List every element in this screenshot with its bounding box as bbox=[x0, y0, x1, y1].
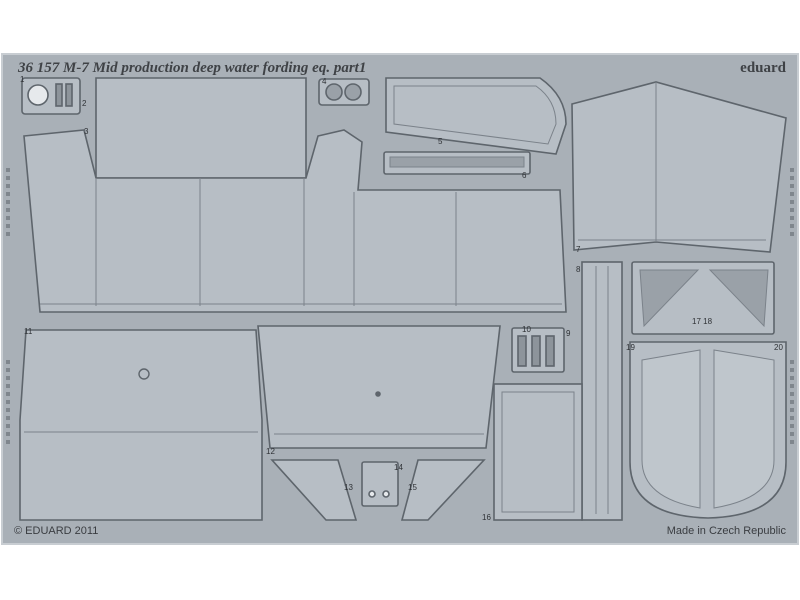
edge-tab bbox=[790, 392, 794, 396]
edge-tab bbox=[790, 440, 794, 444]
edge-tab bbox=[6, 184, 10, 188]
edge-tab bbox=[6, 416, 10, 420]
edge-tab bbox=[790, 376, 794, 380]
part-12 bbox=[257, 325, 501, 449]
edge-tab bbox=[790, 184, 794, 188]
edge-tab bbox=[6, 216, 10, 220]
part-number: 9 bbox=[566, 329, 571, 338]
edge-tab bbox=[6, 176, 10, 180]
part-number: 2 bbox=[82, 99, 87, 108]
edge-tab bbox=[6, 208, 10, 212]
edge-tab bbox=[790, 216, 794, 220]
part-number: 12 bbox=[266, 447, 275, 456]
edge-tab bbox=[6, 224, 10, 228]
edge-tab bbox=[6, 168, 10, 172]
edge-tab bbox=[790, 384, 794, 388]
part-14 bbox=[361, 461, 399, 507]
edge-tab bbox=[790, 360, 794, 364]
edge-tab bbox=[6, 232, 10, 236]
origin-text: Made in Czech Republic bbox=[666, 525, 786, 537]
edge-tab bbox=[790, 432, 794, 436]
edge-tab bbox=[790, 200, 794, 204]
part-number: 8 bbox=[576, 265, 581, 274]
edge-tab bbox=[790, 408, 794, 412]
part-number: 3 bbox=[84, 127, 89, 136]
edge-tab bbox=[790, 368, 794, 372]
edge-tab bbox=[6, 408, 10, 412]
part-number: 7 bbox=[576, 245, 581, 254]
edge-tab bbox=[790, 400, 794, 404]
edge-tab bbox=[790, 424, 794, 428]
edge-tab bbox=[6, 400, 10, 404]
copyright-text: © EDUARD 2011 bbox=[14, 525, 99, 537]
edge-tab bbox=[790, 224, 794, 228]
part-13 bbox=[270, 459, 358, 521]
part-5 bbox=[385, 77, 567, 155]
edge-tab bbox=[6, 384, 10, 388]
brand-logo-text: eduard bbox=[740, 60, 786, 76]
edge-tab bbox=[790, 192, 794, 196]
part-3-panel bbox=[95, 77, 307, 179]
edge-tab bbox=[6, 392, 10, 396]
fret-edge-tabs bbox=[6, 168, 794, 444]
edge-tab bbox=[6, 376, 10, 380]
part-number: 5 bbox=[438, 137, 443, 146]
part-16 bbox=[493, 383, 583, 521]
part-11 bbox=[19, 329, 263, 521]
edge-tab bbox=[6, 192, 10, 196]
edge-tab bbox=[6, 440, 10, 444]
fret-title: 36 157 M-7 Mid production deep water for… bbox=[18, 60, 367, 76]
part-number: 15 bbox=[408, 483, 417, 492]
part-number: 1 bbox=[20, 75, 25, 84]
edge-tab bbox=[790, 232, 794, 236]
part-number: 13 bbox=[344, 483, 353, 492]
edge-tab bbox=[6, 200, 10, 204]
part-8 bbox=[581, 261, 623, 521]
part-number: 19 bbox=[626, 343, 635, 352]
edge-tab bbox=[790, 416, 794, 420]
part-number: 14 bbox=[394, 463, 403, 472]
part-15 bbox=[400, 459, 486, 521]
edge-tab bbox=[790, 168, 794, 172]
part-number: 10 bbox=[522, 325, 531, 334]
edge-tab bbox=[6, 360, 10, 364]
edge-tab bbox=[6, 368, 10, 372]
part-number: 6 bbox=[522, 171, 527, 180]
edge-tab bbox=[790, 208, 794, 212]
edge-tab bbox=[6, 432, 10, 436]
part-number: 16 bbox=[482, 513, 491, 522]
edge-tab bbox=[6, 424, 10, 428]
edge-tab bbox=[790, 176, 794, 180]
part-number: 17 18 bbox=[692, 317, 713, 326]
part-3-body bbox=[23, 129, 567, 313]
part-number: 20 bbox=[774, 343, 783, 352]
part-number: 4 bbox=[322, 77, 327, 86]
part-number: 11 bbox=[24, 327, 33, 336]
